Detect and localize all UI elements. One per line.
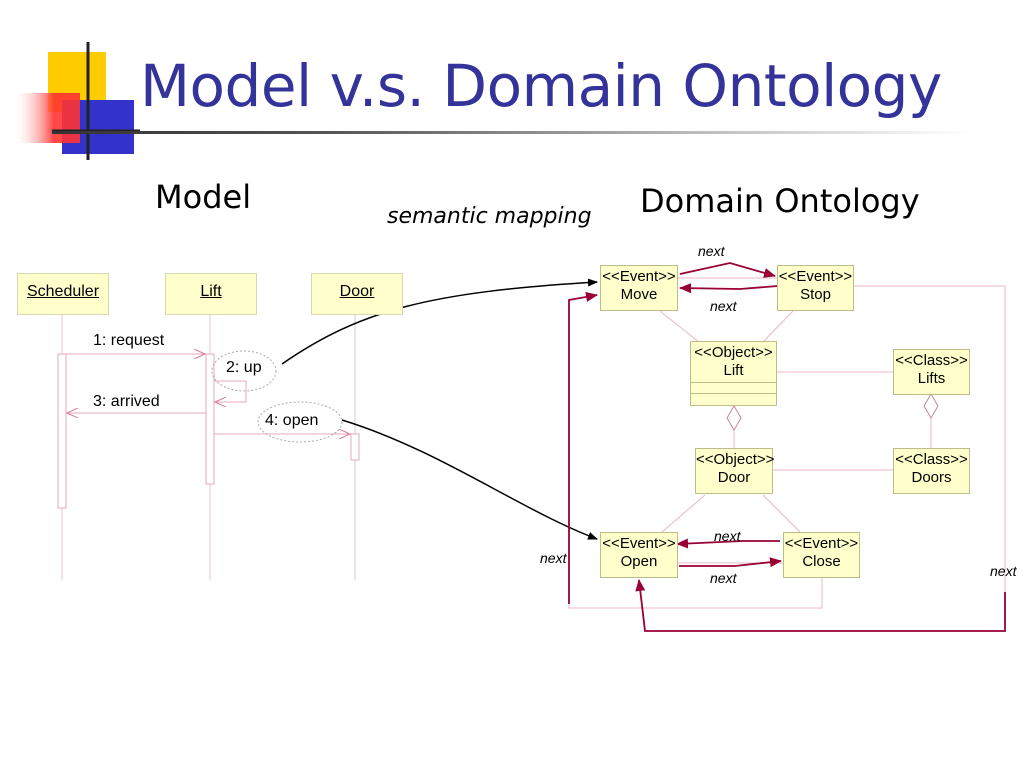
event-close-node: <<Event>> Close [783, 532, 860, 578]
node-name: Move [620, 286, 658, 303]
next-label: next [698, 243, 725, 259]
node-stereotype: <<Event>> [602, 268, 676, 285]
next-label: next [710, 570, 737, 586]
message-request: 1: request [93, 332, 165, 349]
node-name: Open [620, 553, 658, 570]
node-name: Close [802, 553, 841, 570]
node-stereotype: <<Object>> [694, 344, 773, 361]
node-stereotype: <<Event>> [602, 535, 676, 552]
semantic-mapping-label: semantic mapping [387, 204, 592, 229]
compartment-divider [691, 393, 776, 394]
node-name: Lift [723, 362, 744, 379]
model-heading: Model [155, 178, 252, 216]
next-label: next [540, 550, 567, 566]
lifeline-scheduler: Scheduler [17, 273, 109, 315]
object-lift-node: <<Object>> Lift [690, 341, 777, 406]
node-stereotype: <<Class>> [895, 352, 968, 369]
event-open-node: <<Event>> Open [600, 532, 678, 578]
lifeline-lift: Lift [165, 273, 257, 315]
event-move-node: <<Event>> Move [600, 265, 678, 311]
node-name: Door [717, 469, 751, 486]
compartment-divider [691, 382, 776, 383]
node-name: Doors [911, 469, 952, 486]
node-name: Lifts [917, 370, 946, 387]
next-label: next [990, 563, 1017, 579]
next-label: next [714, 528, 741, 544]
ontology-heading: Domain Ontology [640, 182, 920, 220]
node-stereotype: <<Event>> [778, 268, 853, 285]
title-underline [52, 131, 972, 134]
node-name: Stop [800, 286, 831, 303]
object-door-node: <<Object>> Door [695, 448, 775, 494]
message-up: 2: up [226, 359, 262, 376]
event-stop-node: <<Event>> Stop [777, 265, 854, 311]
class-doors-node: <<Class>> Doors [893, 448, 970, 494]
lifeline-door: Door [311, 273, 403, 315]
next-label: next [710, 298, 737, 314]
class-lifts-node: <<Class>> Lifts [893, 349, 970, 395]
message-arrived: 3: arrived [93, 393, 160, 410]
node-stereotype: <<Object>> [696, 451, 775, 468]
slide-title: Model v.s. Domain Ontology [140, 52, 942, 120]
message-open: 4: open [265, 412, 319, 429]
node-stereotype: <<Event>> [784, 535, 859, 552]
node-stereotype: <<Class>> [895, 451, 968, 468]
